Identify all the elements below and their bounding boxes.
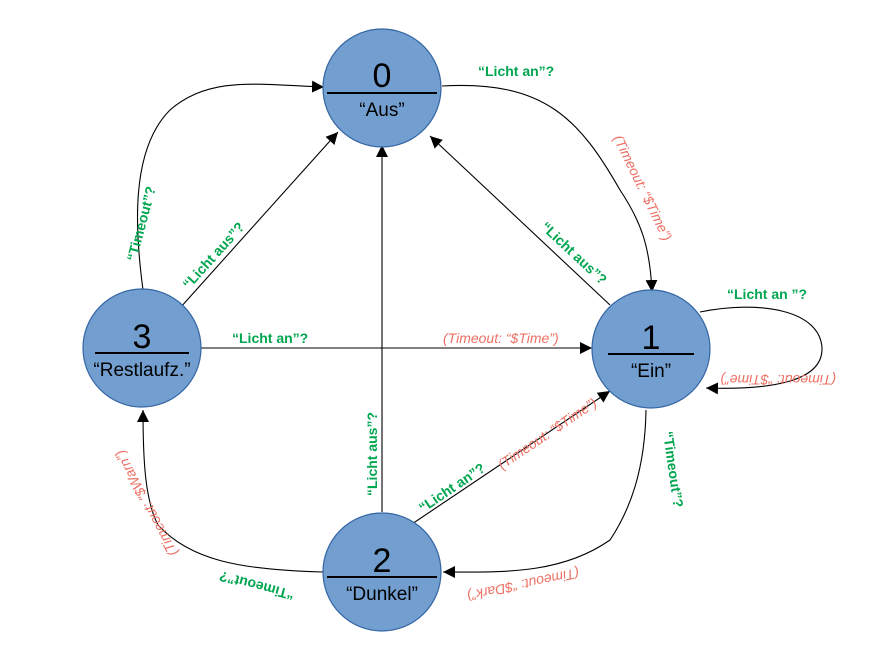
label-1-0-condition: “Licht aus”? xyxy=(538,218,610,287)
label-0-1-condition: “Licht an”? xyxy=(478,63,554,79)
label-2-0-condition: “Licht aus”? xyxy=(364,412,380,496)
state-0-name: “Aus” xyxy=(359,100,404,121)
edge-3-to-0 xyxy=(179,131,339,309)
state-0[interactable]: 0 “Aus” xyxy=(322,28,442,148)
label-2-3-action: (Timeout: “$Warn”) xyxy=(111,448,180,560)
state-1-name: “Ein” xyxy=(631,361,671,382)
label-1-1-condition: “Licht an ”? xyxy=(727,286,807,302)
state-3[interactable]: 3 “Restlaufz.” xyxy=(82,288,202,408)
label-3-1-action: (Timeout: “$Time”) xyxy=(443,330,559,346)
edge-3-to-0-timeout xyxy=(136,80,325,291)
state-3-name: “Restlaufz.” xyxy=(93,360,190,381)
label-2-1-action: (Timeout: “$Time”) xyxy=(495,395,600,473)
edge-1-to-2 xyxy=(442,409,647,579)
label-3-0-condition: “Licht aus”? xyxy=(179,219,247,292)
state-3-number: 3 xyxy=(133,318,152,356)
edge-1-to-0 xyxy=(429,135,611,306)
edge-2-to-1 xyxy=(405,390,611,529)
label-3-1-condition: “Licht an”? xyxy=(232,330,308,346)
state-2[interactable]: 2 “Dunkel” xyxy=(322,512,442,632)
label-2-3-condition: “Timeout”? xyxy=(218,568,296,603)
label-3-0-timeout-condition: “Timeout”? xyxy=(123,185,158,263)
label-1-1-action: (Timeout: “$Time”) xyxy=(720,372,836,388)
state-0-number: 0 xyxy=(373,57,392,95)
state-2-number: 2 xyxy=(373,542,392,580)
edge-1-to-1-loop xyxy=(699,306,823,395)
edge-2-to-3 xyxy=(137,409,324,573)
label-1-2-condition: “Timeout”? xyxy=(660,430,687,508)
state-1[interactable]: 1 “Ein” xyxy=(591,289,711,409)
label-0-1-action: (Timeout: “$Time”) xyxy=(610,132,675,243)
edge-0-to-1 xyxy=(441,84,658,293)
label-1-2-action: (Timeout: “$Dark”) xyxy=(466,565,581,604)
state-1-number: 1 xyxy=(642,319,661,357)
state-2-name: “Dunkel” xyxy=(346,584,418,605)
label-2-1-condition: “Licht an”? xyxy=(416,460,488,516)
